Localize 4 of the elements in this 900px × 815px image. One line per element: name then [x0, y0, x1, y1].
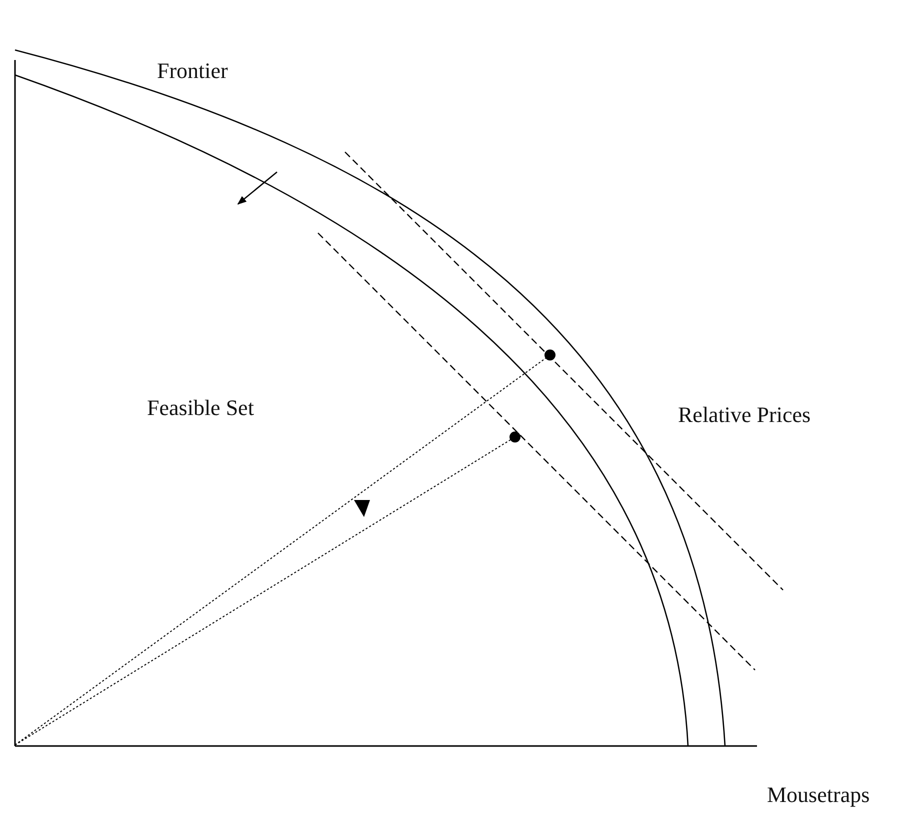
axis-label: Mousetraps [767, 784, 870, 806]
line-label: Relative Prices [678, 404, 811, 426]
curve-label: Frontier [157, 60, 228, 82]
region-label: Feasible Set [147, 397, 254, 419]
